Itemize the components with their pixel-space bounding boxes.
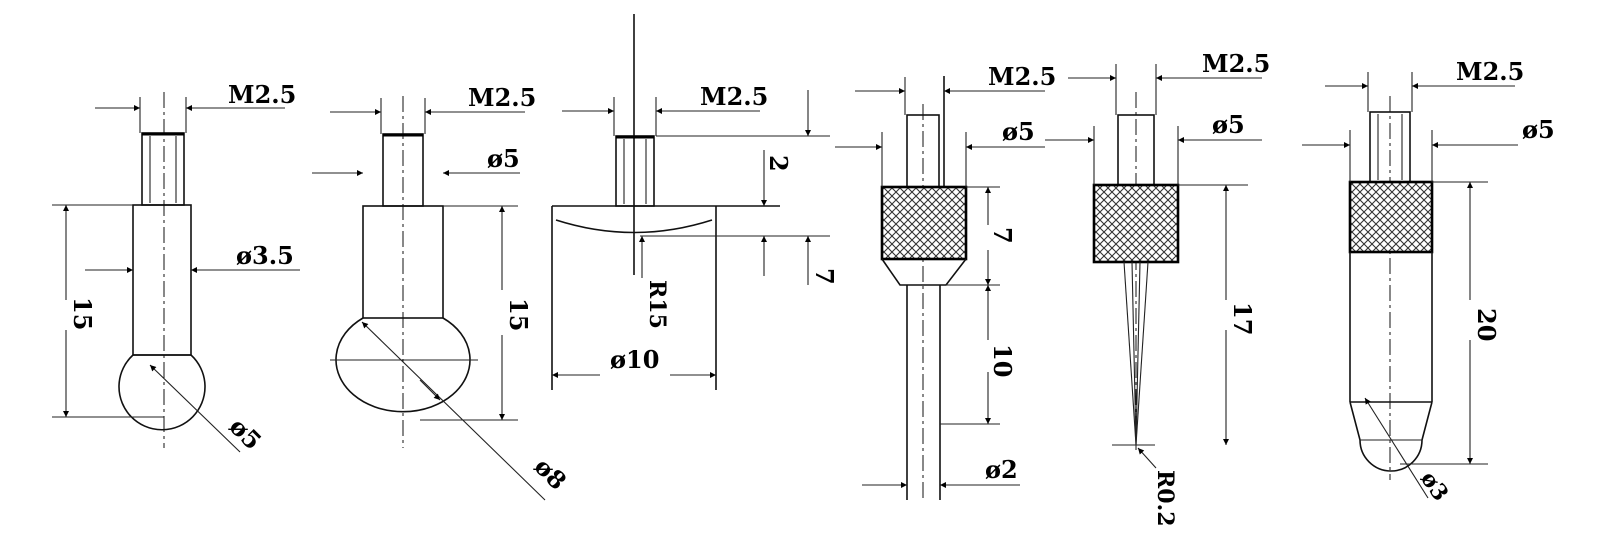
probe-2-thread-label: M2.5 <box>468 83 536 112</box>
probe-3-dim-a-label: 2 <box>764 155 793 172</box>
probe-1-length-label: 15 <box>68 297 97 330</box>
probe-4-diameter-label: ø5 <box>1002 117 1035 146</box>
probe-needle-point: M2.5 ø5 17 R0.2 <box>1045 49 1270 527</box>
probe-4-thread-label: M2.5 <box>988 62 1056 91</box>
probe-6-diameter-label: ø5 <box>1522 115 1555 144</box>
probe-6-length-label: 20 <box>1472 308 1501 341</box>
probe-4-stem-length-label: 10 <box>988 344 1017 377</box>
probe-4-stem-diameter-label: ø2 <box>985 455 1018 484</box>
probe-disc: M2.5 R15 ø10 2 7 <box>551 14 839 390</box>
probe-ball-5: M2.5 ø5 15 ø8 <box>312 83 573 501</box>
probe-rounded-tip: M2.5 ø5 20 ø3 <box>1302 57 1555 506</box>
probe-5-length-label: 17 <box>1228 302 1257 335</box>
probe-5-thread-label: M2.5 <box>1202 49 1270 78</box>
probe-6-thread-label: M2.5 <box>1456 57 1524 86</box>
probe-3-diameter-label: ø10 <box>610 345 659 374</box>
probe-1-tip-label: ø5 <box>224 412 268 456</box>
probe-3-dim-b-label: 7 <box>810 268 839 285</box>
probe-2-diameter-label: ø5 <box>487 144 520 173</box>
probe-2-length-label: 15 <box>504 298 533 331</box>
probe-4-knurl-length-label: 7 <box>988 227 1017 244</box>
probe-5-tip-label: R0.2 <box>1152 470 1178 527</box>
probe-ball-3-5: M2.5 ø3.5 15 ø5 <box>52 80 300 455</box>
probe-1-thread-label: M2.5 <box>228 80 296 109</box>
probe-1-diameter-label: ø3.5 <box>236 241 294 270</box>
probe-5-diameter-label: ø5 <box>1212 110 1245 139</box>
probe-3-radius-label: R15 <box>644 280 670 329</box>
probe-needle-2: M2.5 ø5 7 10 ø2 <box>835 62 1056 500</box>
probe-3-thread-label: M2.5 <box>700 82 768 111</box>
probe-6-tip-label: ø3 <box>1415 467 1453 506</box>
probe-2-tip-label: ø8 <box>529 452 573 496</box>
